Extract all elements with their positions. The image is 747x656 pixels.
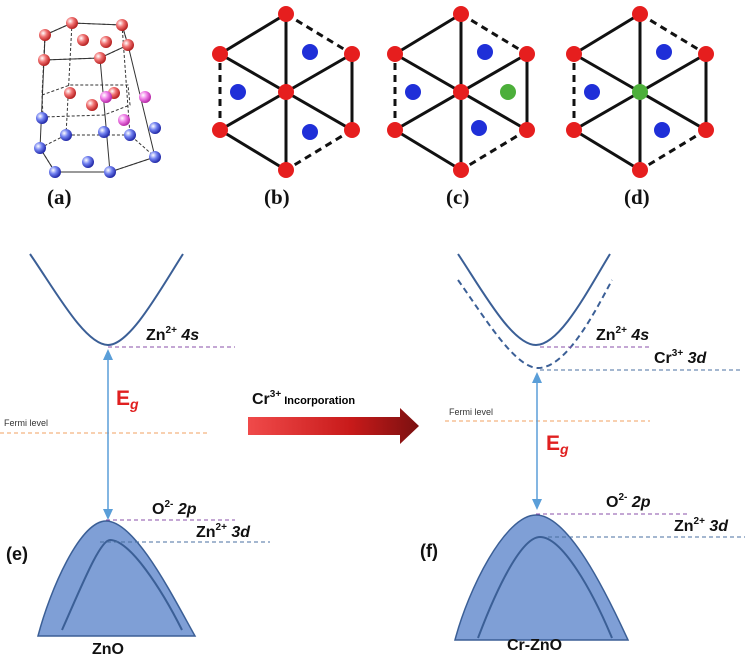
zn-atom [116,19,128,31]
zno-gap-arrow-head-up [103,349,113,360]
crzno-band-diagram: Zn2+ 4s Cr3+ 3d Fermi level Eg O2- 2p Zn… [420,253,745,654]
zn-atom [66,17,78,29]
crzno-vb-top-label: O2- 2p [606,492,651,511]
o-atom [149,122,161,134]
zn-atom [632,6,648,22]
crzno-fermi-label: Fermi level [449,407,493,417]
zn-atom [519,122,535,138]
zn-atom [212,46,228,62]
o-atom [60,129,72,141]
crzno-name-label: Cr-ZnO [507,637,562,654]
cr-atom [632,84,648,100]
o-atom [654,122,670,138]
zno-fermi-label: Fermi level [4,418,48,428]
zn-atom [453,6,469,22]
zn-atom [453,84,469,100]
panel-label-c: (c) [446,185,469,209]
o-atom [104,166,116,178]
unit-cell-diagram [39,22,156,173]
crzno-cr-band [457,279,613,370]
zn-atom [698,122,714,138]
zno-valence-band-inner [61,538,183,631]
zno-name-label: ZnO [92,641,124,656]
zn-atom [344,122,360,138]
crzno-valence-band [454,514,630,641]
hex-projection-c [387,6,535,178]
crzno-conduction-band [457,253,611,347]
crzno-gap-label: Eg [546,432,569,457]
o-atom [477,44,493,60]
zno-gap-arrow-head-down [103,509,113,520]
o-atom [124,129,136,141]
zno-valence-band [37,520,197,637]
zn-atom [566,46,582,62]
interstitial-atom [118,114,130,126]
zno-conduction-band [29,253,184,347]
o-atom [34,142,46,154]
crzno-gap-arrow-head-up [532,372,542,383]
hex-projection-b [212,6,360,178]
panel-label-f: (f) [420,541,438,561]
zn-atom [77,34,89,46]
panel-label-b: (b) [264,185,290,209]
o-atom [405,84,421,100]
zn-atom [38,54,50,66]
incorporation-arrow: Cr3+Incorporation [248,389,419,444]
o-atom [584,84,600,100]
zn-atom [387,122,403,138]
zn-atom [519,46,535,62]
crzno-valence-band-inner [477,535,613,639]
zno-vb-top-label: O2- 2p [152,499,197,518]
crzno-vb-sub-label: Zn2+ 3d [674,516,729,535]
interstitial-atom [100,91,112,103]
zn-atom [698,46,714,62]
o-atom [82,156,94,168]
o-atom [49,166,61,178]
zn-atom [100,36,112,48]
zno-gap-label: Eg [116,387,139,412]
panel-label-d: (d) [624,185,650,209]
zn-atom [387,46,403,62]
zn-atom [64,87,76,99]
o-atom [656,44,672,60]
zn-atom [453,162,469,178]
cr-atom [500,84,516,100]
incorporation-label: Cr3+Incorporation [252,389,355,408]
zno-cb-level-label: Zn2+ 4s [146,325,199,344]
panel-label-a: (a) [47,185,72,209]
interstitial-atom [139,91,151,103]
o-atom [230,84,246,100]
zn-atom [278,84,294,100]
zno-band-diagram: Zn2+ 4s Fermi level Eg O2- 2p Zn2+ 3d (e… [0,253,270,656]
o-atom [302,44,318,60]
o-atom [36,112,48,124]
zn-atom [212,122,228,138]
zn-atom [86,99,98,111]
unit-cell-atoms [34,17,161,178]
zn-atom [566,122,582,138]
zno-vb-sub-label: Zn2+ 3d [196,522,251,541]
crzno-cr-level-label: Cr3+ 3d [654,348,708,367]
zn-atom [39,29,51,41]
zn-atom [632,162,648,178]
o-atom [98,126,110,138]
crzno-gap-arrow-head-down [532,499,542,510]
crzno-cb-level-label: Zn2+ 4s [596,325,649,344]
o-atom [302,124,318,140]
o-atom [149,151,161,163]
zn-atom [344,46,360,62]
o-atom [471,120,487,136]
panel-label-e: (e) [6,544,28,564]
zn-atom [278,6,294,22]
hex-projection-d [566,6,714,178]
zn-atom [122,39,134,51]
zn-atom [278,162,294,178]
zn-atom [94,52,106,64]
